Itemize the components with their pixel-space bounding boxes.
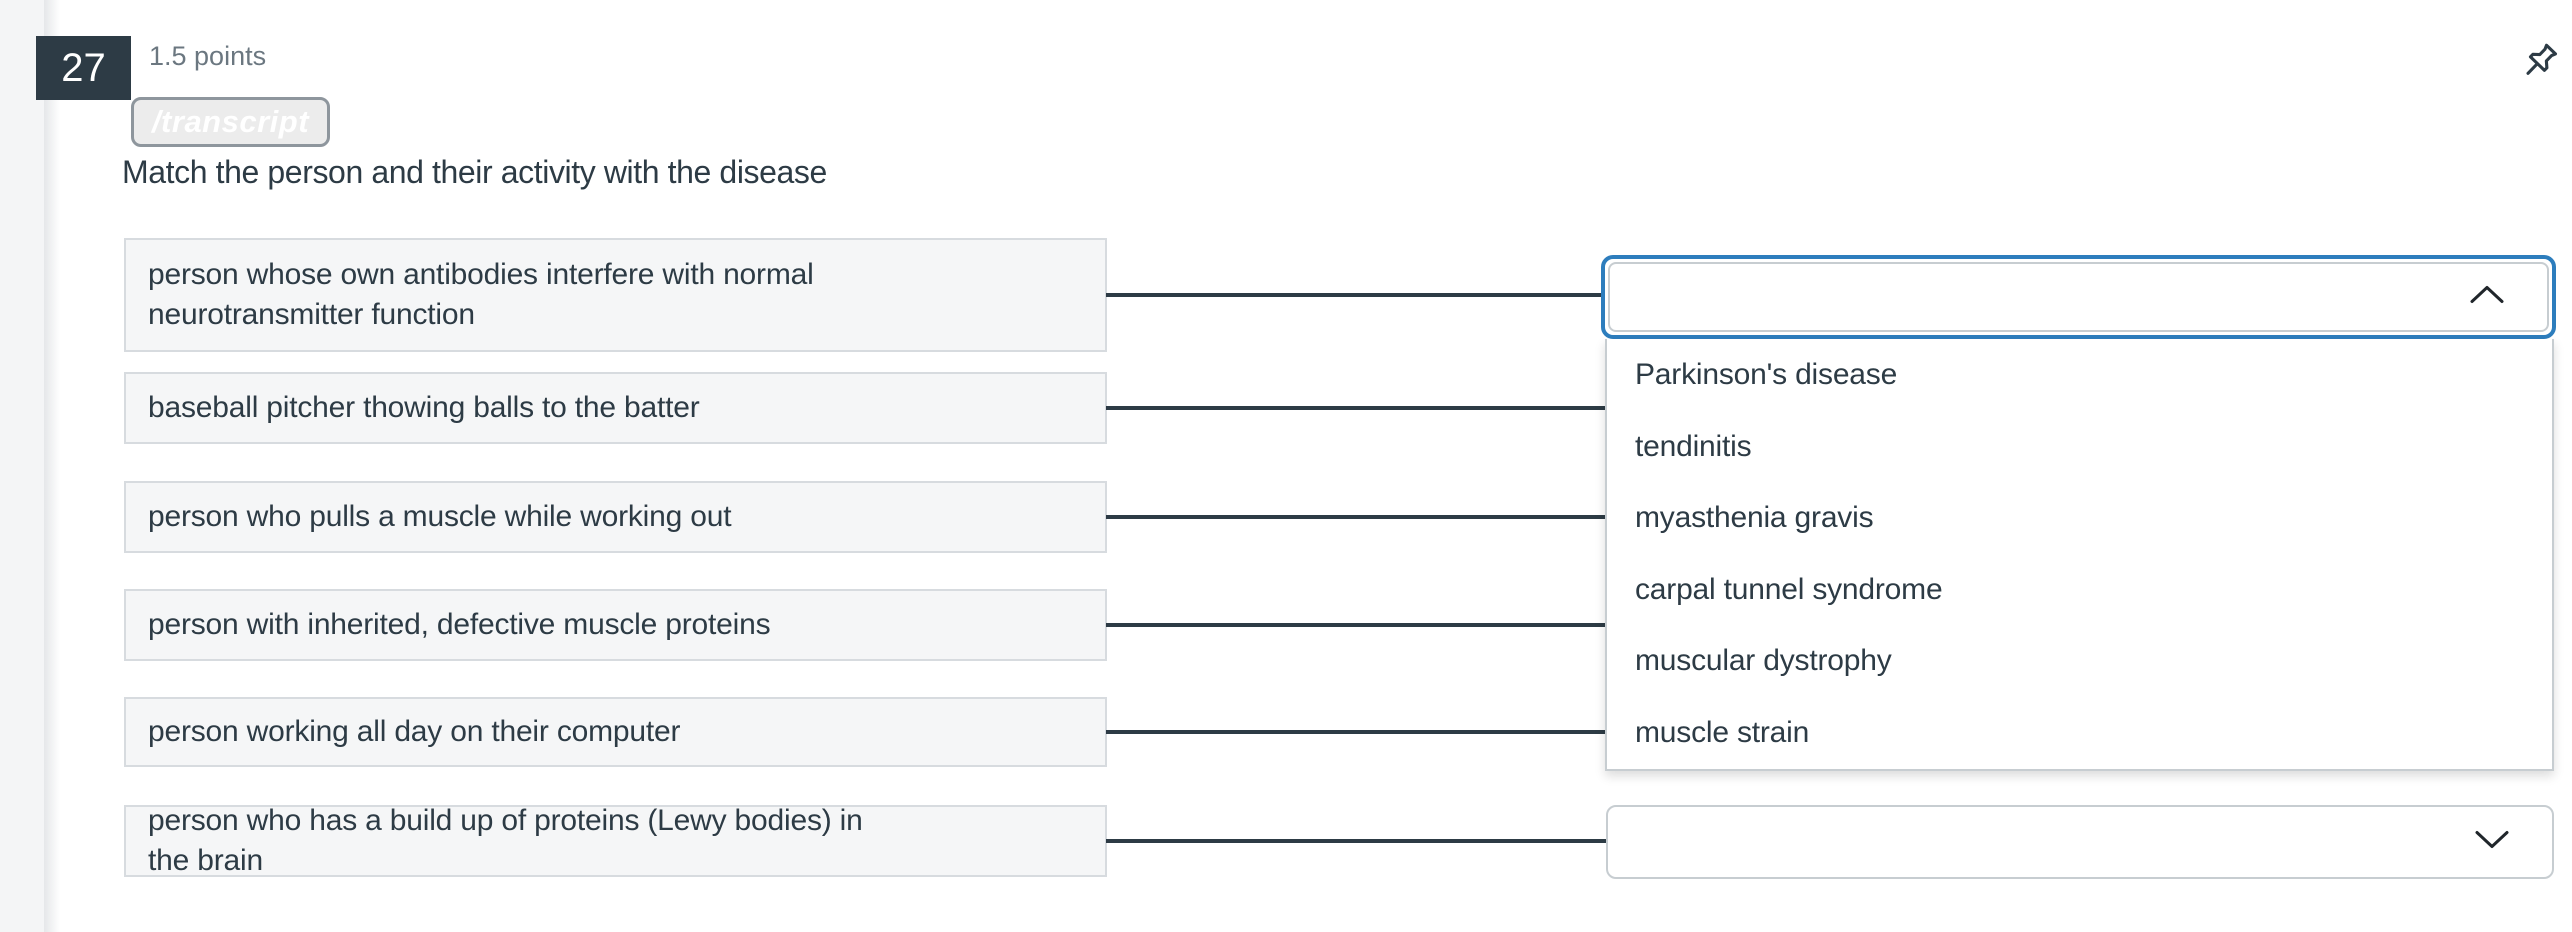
match-connector-line <box>1106 406 1606 410</box>
dropdown-option[interactable]: tendinitis <box>1635 429 1752 463</box>
answer-dropdown-open[interactable] <box>1601 255 2556 339</box>
match-prompt-box: person with inherited, defective muscle … <box>124 589 1107 661</box>
match-connector-line <box>1106 839 1606 843</box>
page-left-gutter-shadow <box>44 0 60 932</box>
pin-question-button[interactable] <box>2516 40 2562 86</box>
match-prompt-text: person working all day on their computer <box>148 715 681 748</box>
match-connector-line <box>1106 623 1606 627</box>
match-connector-line <box>1106 293 1606 297</box>
match-prompt-text: person who pulls a muscle while working … <box>148 500 732 533</box>
match-prompt-box: person who has a build up of proteins (L… <box>124 804 1107 877</box>
answer-dropdown-menu: Parkinson's disease tendinitis myastheni… <box>1605 339 2554 771</box>
question-points-label: 1.5 points <box>149 41 267 71</box>
match-prompt-box: person who pulls a muscle while working … <box>124 481 1107 553</box>
pushpin-icon <box>2517 43 2561 87</box>
match-prompt-box: baseball pitcher thowing balls to the ba… <box>124 372 1107 444</box>
answer-dropdown-open-field <box>1608 262 2549 332</box>
chevron-up-icon <box>2469 285 2505 310</box>
transcript-chip[interactable]: /transcript <box>131 97 330 147</box>
match-prompt-text: person with inherited, defective muscle … <box>148 608 771 641</box>
match-prompt-box: person working all day on their computer <box>124 697 1107 767</box>
dropdown-option[interactable]: carpal tunnel syndrome <box>1635 572 1943 606</box>
question-prompt-title: Match the person and their activity with… <box>122 154 827 190</box>
question-number-badge: 27 <box>36 36 131 100</box>
page-left-gutter <box>0 0 44 932</box>
dropdown-option[interactable]: muscle strain <box>1635 715 1810 749</box>
match-connector-line <box>1106 515 1606 519</box>
match-prompt-text: baseball pitcher thowing balls to the ba… <box>148 391 700 424</box>
dropdown-option[interactable]: Parkinson's disease <box>1635 358 1898 391</box>
dropdown-option[interactable]: muscular dystrophy <box>1635 644 1892 677</box>
match-prompt-box: person whose own antibodies interfere wi… <box>124 238 1107 352</box>
answer-dropdown-closed[interactable] <box>1606 805 2554 879</box>
match-prompt-text: person whose own antibodies interfere wi… <box>148 258 814 331</box>
match-prompt-text: person who has a build up of proteins (L… <box>148 804 863 877</box>
match-connector-line <box>1106 730 1606 734</box>
dropdown-option[interactable]: myasthenia gravis <box>1635 501 1874 534</box>
chevron-down-icon <box>2474 830 2510 855</box>
